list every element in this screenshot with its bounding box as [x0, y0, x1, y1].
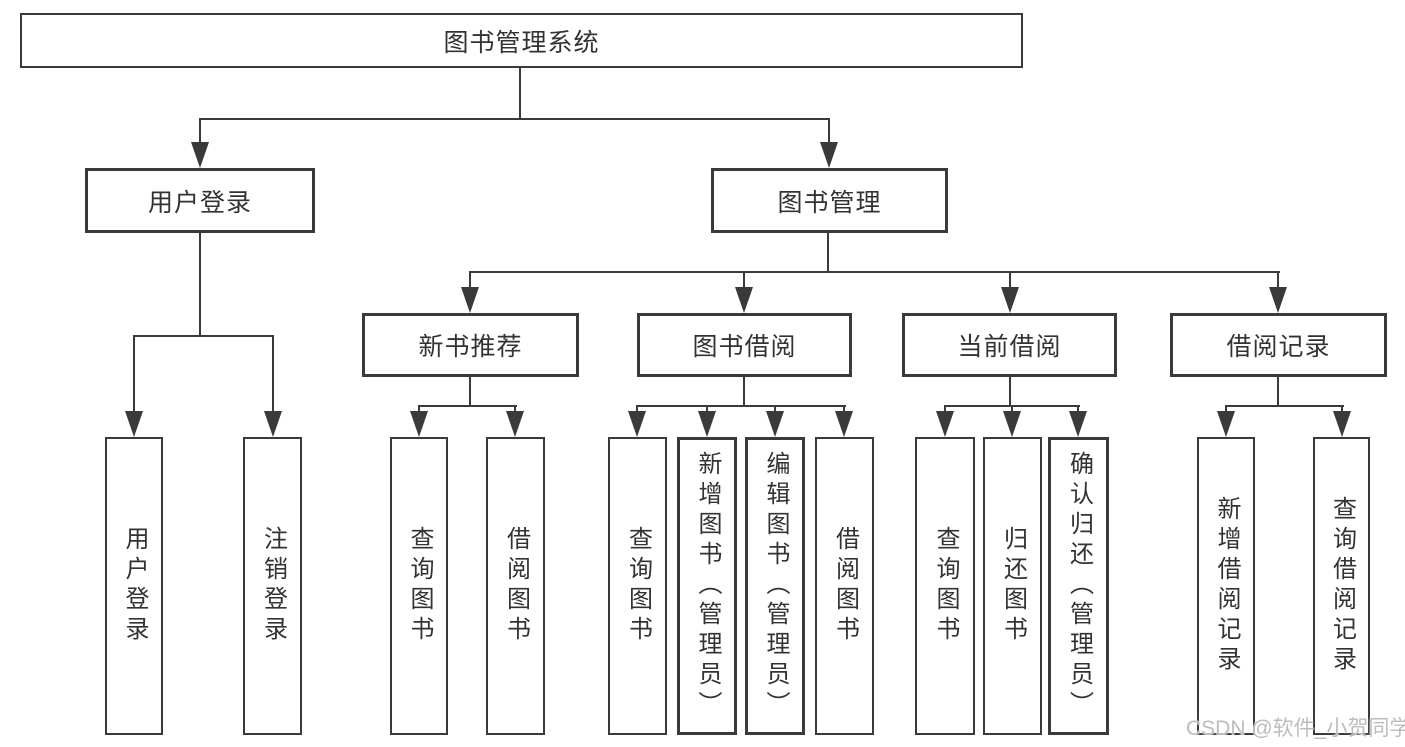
- arrowhead-icon: [1069, 411, 1087, 437]
- connector-line: [199, 118, 830, 120]
- connector-line: [774, 405, 776, 414]
- arrowhead-icon: [820, 142, 838, 168]
- connector-line: [133, 335, 135, 412]
- node-new-book-recommend: 新书推荐: [362, 313, 579, 377]
- connector-line: [199, 118, 201, 146]
- leaf-label: 查询图书: [624, 526, 652, 646]
- leaf-user-login: 用户登录: [105, 437, 163, 735]
- arrowhead-icon: [735, 287, 753, 313]
- connector-line: [944, 405, 946, 414]
- leaf-label: 查询借阅记录: [1328, 496, 1356, 676]
- connector-line: [1225, 405, 1344, 407]
- leaf-label: 查询图书: [406, 526, 433, 646]
- watermark: CSDN @软件_小贺同学: [1186, 717, 1405, 740]
- leaf-query-books-recommend: 查询图书: [390, 437, 448, 735]
- connector-line: [469, 271, 471, 288]
- connector-line: [418, 405, 517, 407]
- connector-line: [519, 67, 521, 119]
- connector-line: [514, 405, 516, 414]
- leaf-query-books-borrow: 查询图书: [608, 437, 667, 735]
- leaf-label: 新增借阅记录: [1213, 496, 1240, 676]
- leaf-label: 编辑图书（管理员）: [762, 451, 789, 721]
- connector-line: [418, 405, 420, 414]
- connector-line: [706, 405, 708, 414]
- leaf-add-borrow-record: 新增借阅记录: [1197, 437, 1255, 735]
- node-label: 当前借阅: [957, 333, 1062, 361]
- connector-line: [1077, 405, 1079, 414]
- connector-line: [1009, 271, 1011, 288]
- arrowhead-icon: [461, 287, 479, 313]
- connector-line: [636, 405, 638, 414]
- arrowhead-icon: [835, 411, 853, 437]
- connector-line: [843, 405, 845, 414]
- connector-line: [199, 232, 201, 337]
- connector-line: [272, 335, 274, 412]
- arrowhead-icon: [191, 142, 209, 168]
- connector-line: [828, 118, 830, 146]
- leaf-return-book: 归还图书: [983, 437, 1042, 735]
- arrowhead-icon: [125, 411, 143, 437]
- connector-line: [743, 271, 745, 288]
- node-label: 借阅记录: [1226, 333, 1331, 361]
- connector-line: [1341, 405, 1343, 414]
- leaf-label: 确认归还（管理员）: [1065, 451, 1093, 721]
- leaf-label: 查询图书: [932, 526, 959, 646]
- arrowhead-icon: [1333, 411, 1351, 437]
- node-book-management: 图书管理: [711, 168, 948, 233]
- arrowhead-icon: [628, 411, 646, 437]
- arrowhead-icon: [936, 411, 954, 437]
- connector-line: [133, 335, 274, 337]
- leaf-label: 归还图书: [999, 526, 1027, 646]
- arrowhead-icon: [1001, 287, 1019, 313]
- arrowhead-icon: [1217, 411, 1235, 437]
- node-user-login: 用户登录: [85, 168, 315, 233]
- connector-line: [827, 232, 829, 273]
- leaf-edit-book-admin: 编辑图书（管理员）: [745, 437, 805, 735]
- node-current-borrow: 当前借阅: [902, 313, 1117, 377]
- connector-line: [470, 271, 1280, 273]
- arrowhead-icon: [698, 411, 716, 437]
- leaf-label: 用户登录: [121, 526, 148, 646]
- node-label: 新书推荐: [418, 333, 523, 361]
- node-borrow-record: 借阅记录: [1170, 313, 1387, 377]
- node-root-label: 图书管理系统: [443, 28, 600, 57]
- leaf-label: 借阅图书: [831, 526, 859, 646]
- arrowhead-icon: [1003, 411, 1021, 437]
- arrowhead-icon: [264, 411, 282, 437]
- node-root: 图书管理系统: [20, 13, 1023, 68]
- leaf-borrow-books: 借阅图书: [815, 437, 874, 735]
- connector-line: [469, 376, 471, 407]
- node-label: 用户登录: [147, 188, 252, 217]
- arrowhead-icon: [766, 411, 784, 437]
- leaf-logout: 注销登录: [243, 437, 302, 735]
- arrowhead-icon: [506, 411, 524, 437]
- arrowhead-icon: [1269, 287, 1287, 313]
- connector-line: [1009, 376, 1011, 407]
- leaf-label: 注销登录: [259, 526, 287, 646]
- connector-line: [636, 405, 846, 407]
- leaf-query-borrow-record: 查询借阅记录: [1313, 437, 1370, 735]
- arrowhead-icon: [410, 411, 428, 437]
- node-label: 图书借阅: [692, 333, 797, 361]
- connector-line: [743, 376, 745, 407]
- leaf-confirm-return-admin: 确认归还（管理员）: [1048, 437, 1109, 735]
- connector-line: [1277, 271, 1279, 288]
- connector-line: [1011, 405, 1013, 414]
- leaf-query-books-current: 查询图书: [915, 437, 975, 735]
- connector-line: [1225, 405, 1227, 414]
- node-label: 图书管理: [777, 188, 882, 217]
- node-book-borrow: 图书借阅: [637, 313, 852, 377]
- leaf-label: 新增图书（管理员）: [694, 451, 721, 721]
- leaf-label: 借阅图书: [502, 526, 530, 646]
- connector-line: [1277, 376, 1279, 407]
- leaf-borrow-books-recommend: 借阅图书: [486, 437, 545, 735]
- leaf-add-book-admin: 新增图书（管理员）: [677, 437, 737, 735]
